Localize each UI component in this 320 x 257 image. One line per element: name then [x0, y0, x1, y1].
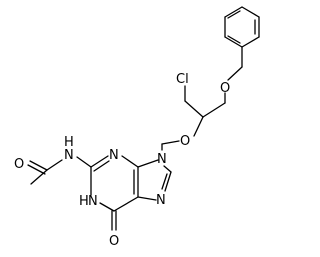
bond-ph-1: [241, 36, 260, 48]
bond-acetyl-co-2: [27, 164, 46, 175]
bond-c5-c6: [113, 196, 139, 212]
carbonyl-oxygen-label: O: [109, 234, 119, 249]
ring-n3-label: N: [109, 148, 119, 163]
bond-n9-c8: [163, 165, 172, 173]
bond-ch-ch2o: [202, 102, 226, 118]
ring-n9-label: N: [157, 152, 167, 167]
bond-obn-ch2: [227, 66, 243, 81]
atom-labels: O N H N N N H N O O O Cl: [14, 72, 230, 249]
amide-nitrogen-hydrogen-label: H: [64, 135, 74, 150]
bond-nh-c2: [76, 156, 92, 168]
chlorine-label: Cl: [176, 72, 189, 87]
bond-c2-n3-1: [90, 155, 109, 168]
bond-ph-6: [224, 36, 243, 48]
bonds: [27, 6, 260, 231]
ether-oxygen-label: O: [180, 134, 190, 149]
bond-ch-ch2cl: [184, 100, 204, 118]
bond-c6-n1: [99, 202, 115, 212]
amide-nitrogen-label: N: [64, 148, 74, 163]
bond-ph-inner-2: [227, 10, 241, 19]
bond-methyl-carbonyl: [30, 169, 48, 185]
bond-ph-inner-3: [227, 35, 241, 44]
molecule-diagram: O N H N N N H N O O O Cl: [14, 6, 260, 249]
bond-n3-c4: [121, 155, 139, 168]
bond-o-ch: [193, 116, 204, 137]
bond-c4-n9: [137, 159, 159, 168]
amide-oxygen-label: O: [14, 157, 24, 172]
bond-c2-n3-2: [93, 160, 110, 172]
bond-ph-4: [224, 6, 243, 18]
bond-ch2-o: [161, 140, 180, 145]
bond-ph-3: [241, 6, 260, 18]
bond-carbonyl-nh: [46, 159, 63, 171]
ring-n7-label: N: [156, 193, 166, 208]
benzyl-oxygen-label: O: [220, 81, 230, 96]
structure-drawing: O N H N N N H N O O O Cl: [14, 6, 260, 249]
bond-c8-n7-2: [161, 173, 168, 190]
ring-n1-hydrogen-label: H: [79, 194, 89, 209]
bond-acetyl-co-1: [29, 160, 48, 171]
bond-c8-n7-1: [164, 171, 172, 192]
bond-n7-c5: [137, 196, 157, 201]
ring-n1-label: N: [88, 194, 98, 209]
